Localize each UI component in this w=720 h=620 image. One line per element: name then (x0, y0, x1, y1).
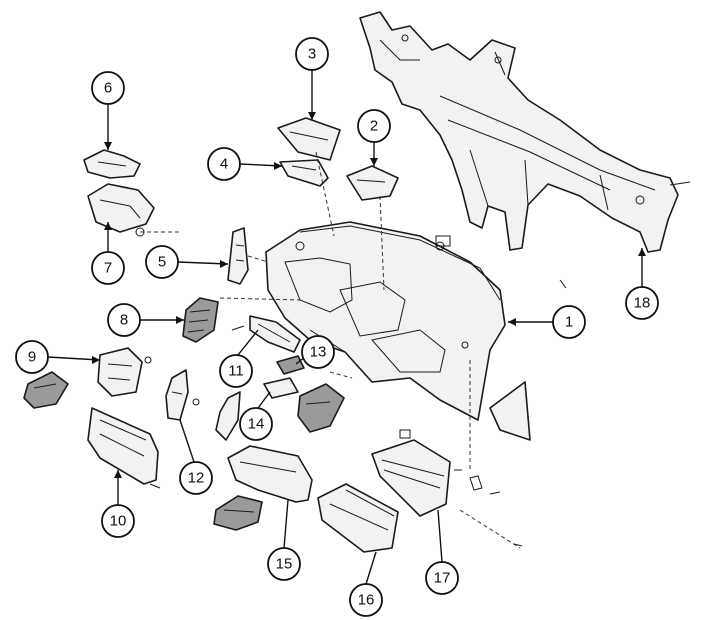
callout-11: 11 (219, 354, 253, 388)
callout-5: 5 (145, 245, 179, 279)
callout-label: 18 (634, 295, 651, 312)
callout-label: 13 (310, 344, 327, 361)
callout-14: 14 (239, 407, 273, 441)
glove-box (317, 483, 399, 553)
callout-label: 9 (28, 349, 36, 366)
callout-9: 9 (15, 340, 49, 374)
callout-label: 15 (276, 556, 293, 573)
callout-17: 17 (425, 561, 459, 595)
upper-column-shroud (83, 149, 141, 179)
center-garnish (231, 315, 301, 353)
side-garnish (165, 369, 200, 421)
callout-18: 18 (625, 286, 659, 320)
callout-label: 8 (120, 312, 128, 329)
center-speaker-grille (346, 165, 399, 201)
cowl-cross-bar (359, 11, 691, 289)
callout-label: 17 (434, 570, 451, 587)
callout-2: 2 (357, 109, 391, 143)
glove-box-housing (371, 429, 523, 547)
callout-label: 7 (104, 260, 112, 277)
switch-bracket (23, 347, 152, 409)
defroster-nozzle-trim (279, 159, 329, 187)
side-air-vent (182, 297, 219, 343)
side-trim-panel (227, 227, 249, 285)
side-speaker-cover (277, 117, 341, 161)
callout-3: 3 (295, 37, 329, 71)
callout-15: 15 (267, 547, 301, 581)
callout-12: 12 (179, 461, 213, 495)
callout-label: 10 (110, 513, 127, 530)
callout-label: 3 (308, 46, 316, 63)
callout-label: 16 (358, 592, 375, 609)
callout-7: 7 (91, 251, 125, 285)
callout-6: 6 (91, 71, 125, 105)
callout-label: 11 (228, 363, 244, 380)
crash-pad-main-panel (265, 221, 531, 441)
callout-label: 12 (188, 470, 205, 487)
callout-16: 16 (349, 583, 383, 617)
callout-13: 13 (301, 335, 335, 369)
small-bracket (276, 355, 305, 375)
callout-label: 14 (248, 416, 265, 433)
callout-1: 1 (552, 305, 586, 339)
callout-label: 1 (565, 314, 573, 331)
callout-10: 10 (101, 504, 135, 538)
lower-panel-driver (87, 407, 161, 489)
leader-arrowheads (92, 112, 646, 478)
lower-column-shroud (87, 183, 155, 237)
passenger-upper-panel (213, 445, 313, 531)
callout-4: 4 (207, 147, 241, 181)
callout-label: 4 (220, 156, 228, 173)
callout-label: 6 (104, 80, 112, 97)
assembly-guide-lines (140, 151, 521, 549)
callout-label: 5 (158, 254, 166, 271)
callout-label: 2 (370, 118, 378, 135)
callout-8: 8 (107, 303, 141, 337)
center-lower-trim (215, 377, 345, 441)
